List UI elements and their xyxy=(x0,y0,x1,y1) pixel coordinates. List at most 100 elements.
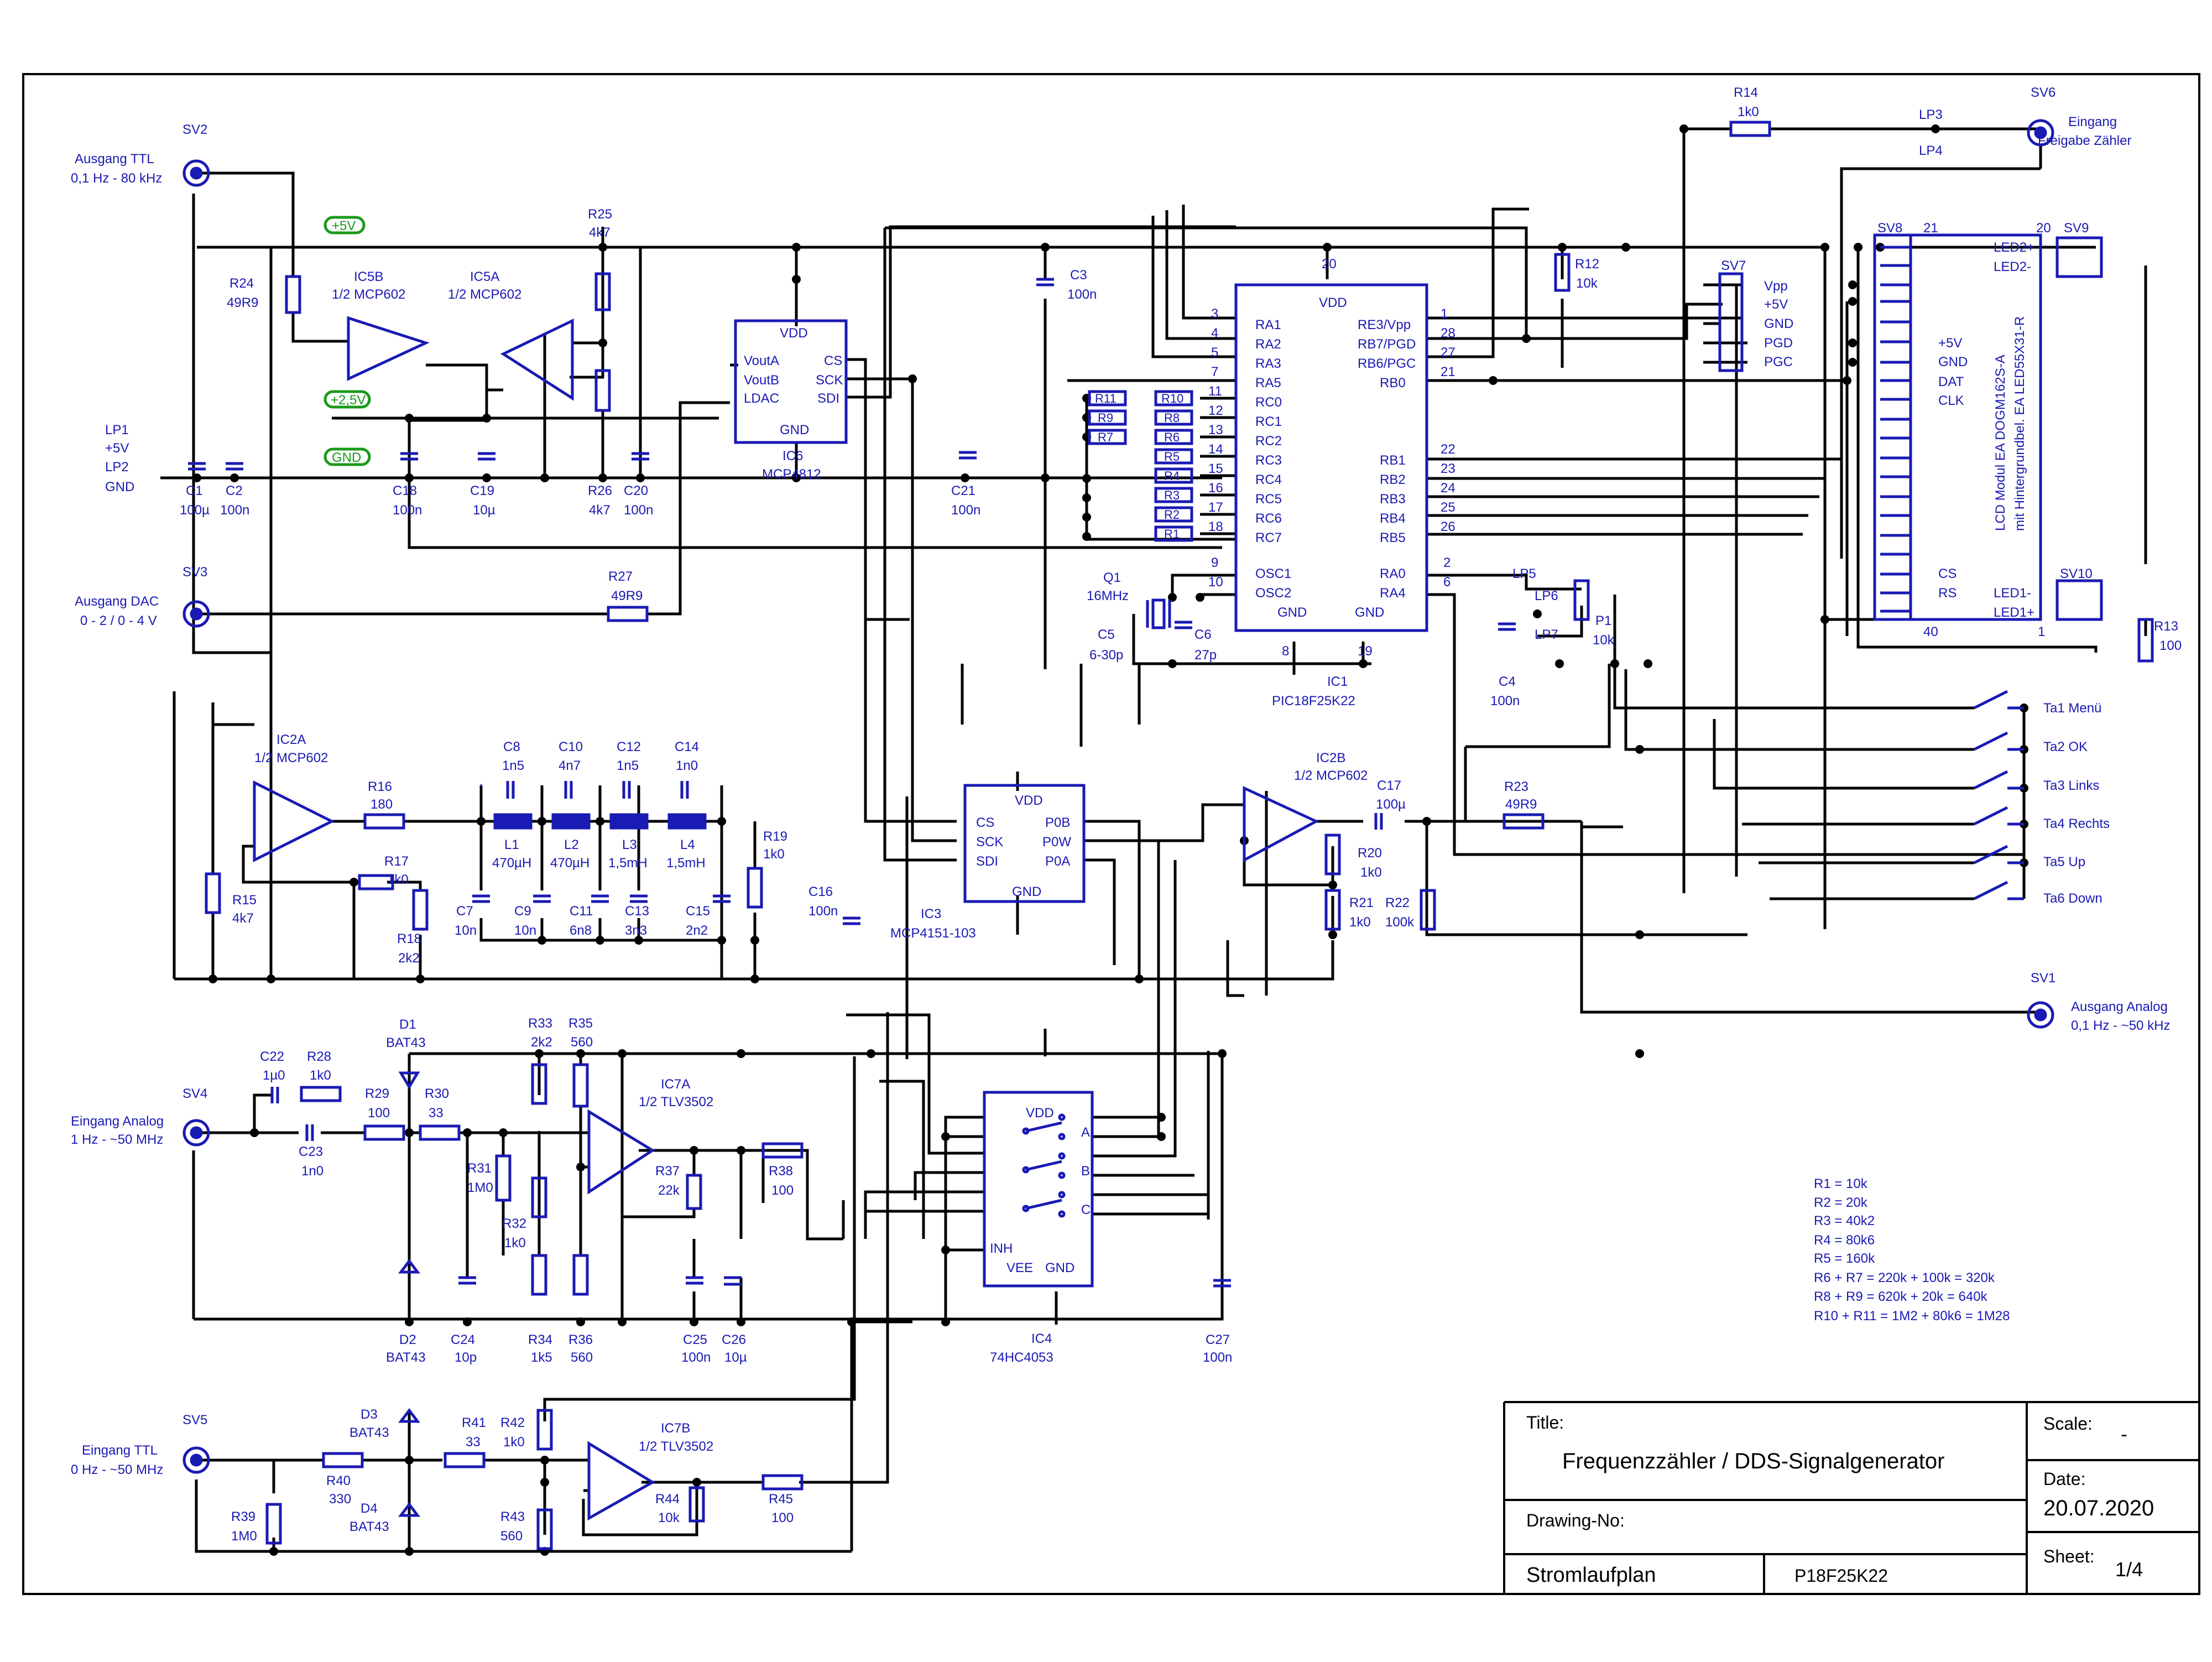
svg-text:R12: R12 xyxy=(1575,257,1599,272)
svg-text:15: 15 xyxy=(1208,461,1223,476)
r38 xyxy=(761,1142,804,1159)
sv6-ref: SV6 xyxy=(2031,85,2056,100)
svg-text:R8: R8 xyxy=(1164,411,1180,425)
r37 xyxy=(686,1174,702,1210)
svg-text:1k0: 1k0 xyxy=(503,1435,525,1450)
ic6-pin-gnd: GND xyxy=(780,423,809,437)
svg-text:1k0: 1k0 xyxy=(1360,865,1382,880)
svg-text:49R9: 49R9 xyxy=(611,588,643,603)
comparator-ic7a xyxy=(587,1109,655,1195)
r15 xyxy=(205,872,221,914)
flag-25v-shape xyxy=(324,390,371,409)
svg-text:RA5: RA5 xyxy=(1255,376,1281,390)
svg-text:RE3/Vpp: RE3/Vpp xyxy=(1358,317,1411,332)
svg-text:R1 = 10k: R1 = 10k xyxy=(1814,1176,1868,1191)
bnc-sv1 xyxy=(2027,1001,2054,1029)
svg-text:C16: C16 xyxy=(808,884,833,899)
svg-text:R25: R25 xyxy=(588,207,612,222)
q1-crystal xyxy=(1151,598,1166,629)
r43 xyxy=(536,1508,553,1550)
ic3-pin-p0b: P0B xyxy=(1045,815,1070,830)
ic6-body xyxy=(734,319,848,444)
svg-text:R34: R34 xyxy=(528,1332,552,1347)
svg-text:1n5: 1n5 xyxy=(502,758,524,773)
svg-text:R9: R9 xyxy=(1098,411,1113,425)
lp3: LP3 xyxy=(1919,107,1943,122)
r13 xyxy=(2137,618,2154,663)
svg-text:10µ: 10µ xyxy=(473,503,495,518)
svg-text:22k: 22k xyxy=(658,1183,680,1198)
svg-text:100µ: 100µ xyxy=(180,503,210,518)
sv4-ref: SV4 xyxy=(182,1086,207,1101)
labels: SV2 Ausgang TTL 0,1 Hz - 80 kHz SV3 Ausg… xyxy=(71,85,2182,1544)
svg-text:560: 560 xyxy=(500,1529,523,1544)
title-text: Frequenzzähler / DDS-Signalgenerator xyxy=(1562,1449,1944,1473)
ic1-left-pins: RA1 RA2 RA3 RA5 RC0 RC1 RC2 RC3 RC4 RC5 … xyxy=(1208,306,1291,601)
ic1-right-pins: RE3/Vpp RB7/PGD RB6/PGC RB0 RB1 RB2 RB3 … xyxy=(1358,306,1455,601)
svg-text:PGC: PGC xyxy=(1764,355,1793,369)
lp6: LP6 xyxy=(1535,588,1558,603)
svg-text:R36: R36 xyxy=(568,1332,593,1347)
svg-text:R18: R18 xyxy=(397,931,421,946)
svg-text:24: 24 xyxy=(1441,481,1455,496)
svg-text:4k7: 4k7 xyxy=(589,225,611,240)
svg-text:GND: GND xyxy=(1764,316,1793,331)
r36 xyxy=(572,1254,589,1296)
button-labels: Ta1 Menü Ta2 OK Ta3 Links Ta4 Rechts Ta5… xyxy=(2043,701,2110,906)
r44 xyxy=(688,1486,705,1523)
svg-text:R41: R41 xyxy=(462,1415,486,1430)
r34 xyxy=(531,1254,547,1296)
capacitors xyxy=(188,278,1516,1288)
scale-value: - xyxy=(2121,1423,2127,1445)
svg-text:R4 = 80k6: R4 = 80k6 xyxy=(1814,1233,1875,1248)
r23 xyxy=(1503,813,1545,830)
svg-text:R35: R35 xyxy=(568,1016,593,1031)
ic2a-ref: IC2A xyxy=(276,732,306,747)
svg-text:RC2: RC2 xyxy=(1255,434,1282,449)
svg-text:D1: D1 xyxy=(399,1017,416,1032)
svg-text:RC6: RC6 xyxy=(1255,511,1282,526)
svg-text:RA2: RA2 xyxy=(1255,337,1281,352)
svg-text:R7: R7 xyxy=(1098,430,1113,444)
svg-text:LED2-: LED2- xyxy=(1994,259,2031,274)
svg-text:D3: D3 xyxy=(361,1407,378,1422)
ic4-pin-c: C xyxy=(1081,1202,1091,1217)
d4 xyxy=(398,1502,420,1517)
svg-text:33: 33 xyxy=(466,1435,481,1450)
r17 xyxy=(358,874,394,890)
svg-text:C5: C5 xyxy=(1098,627,1115,642)
svg-text:R19: R19 xyxy=(763,829,787,844)
svg-text:DAT: DAT xyxy=(1938,374,1964,389)
ic4-pin-b: B xyxy=(1081,1164,1090,1179)
ic3-pin-sdi: SDI xyxy=(976,854,998,869)
svg-text:RA3: RA3 xyxy=(1255,356,1281,371)
svg-text:C20: C20 xyxy=(624,483,648,498)
svg-text:100n: 100n xyxy=(220,503,249,518)
svg-text:R8 + R9 = 620k + 20k = 640k: R8 + R9 = 620k + 20k = 640k xyxy=(1814,1289,1988,1304)
svg-text:R15: R15 xyxy=(232,893,257,908)
svg-text:D2: D2 xyxy=(399,1332,416,1347)
opamp-ic2b xyxy=(1243,786,1319,863)
sv3-label1: Ausgang DAC xyxy=(75,594,159,609)
r20 xyxy=(1324,833,1341,876)
opamp-ic5a xyxy=(500,319,574,401)
svg-text:R40: R40 xyxy=(326,1473,351,1488)
svg-text:R45: R45 xyxy=(769,1492,793,1507)
ic6-val: MCP4812 xyxy=(762,467,821,482)
svg-text:OSC1: OSC1 xyxy=(1255,566,1291,581)
ic4-pin-vdd: VDD xyxy=(1026,1106,1054,1121)
r21 xyxy=(1324,889,1341,931)
svg-text:C24: C24 xyxy=(451,1332,475,1347)
r12 xyxy=(1554,253,1571,292)
svg-text:1k0: 1k0 xyxy=(763,847,785,862)
svg-text:CS: CS xyxy=(1938,566,1957,581)
ic7b-val: 1/2 TLV3502 xyxy=(639,1439,713,1454)
svg-text:100: 100 xyxy=(771,1510,794,1525)
lp4: LP4 xyxy=(1919,143,1943,158)
svg-text:R2: R2 xyxy=(1164,508,1180,522)
svg-text:PGD: PGD xyxy=(1764,336,1793,351)
svg-text:P1: P1 xyxy=(1595,613,1611,628)
ic5a-ref: IC5A xyxy=(470,269,499,284)
svg-text:R5 = 160k: R5 = 160k xyxy=(1814,1251,1875,1266)
svg-text:6: 6 xyxy=(1443,575,1451,590)
